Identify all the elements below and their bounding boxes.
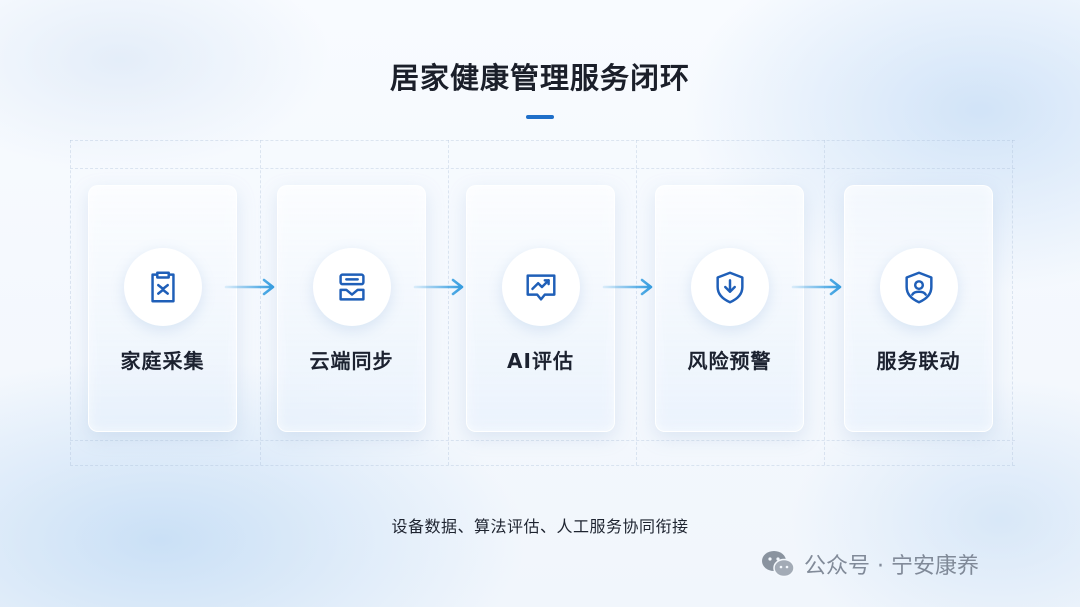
grid-line xyxy=(824,140,825,465)
watermark: 公众号 · 宁安康养 xyxy=(760,548,979,580)
step-card-ai-assessment: AI评估 xyxy=(466,185,615,432)
watermark-text: 公众号 · 宁安康养 xyxy=(804,554,979,579)
summary-caption: 设备数据、算法评估、人工服务协同衔接 xyxy=(391,517,689,536)
clipboard-check-icon xyxy=(151,271,175,303)
arrow-right-icon xyxy=(602,278,653,296)
icon-badge xyxy=(880,248,958,326)
grid-line xyxy=(1012,140,1013,465)
grid-line xyxy=(70,140,71,465)
grid-line xyxy=(70,440,1015,441)
icon-badge xyxy=(313,248,391,326)
shield-user-icon xyxy=(905,271,933,304)
grid-line xyxy=(260,140,261,465)
step-card-cloud-sync: 云端同步 xyxy=(277,185,426,432)
shield-alert-icon xyxy=(716,271,744,304)
icon-badge xyxy=(124,248,202,326)
grid-line xyxy=(70,140,1015,141)
arrow-right-icon xyxy=(224,278,275,296)
grid-line xyxy=(70,465,1015,466)
step-label: 服务联动 xyxy=(876,349,961,373)
cloud-sync-icon xyxy=(339,273,365,301)
step-label: AI评估 xyxy=(507,349,574,373)
step-label: 家庭采集 xyxy=(120,349,205,373)
arrow-right-icon xyxy=(791,278,842,296)
chart-analysis-icon xyxy=(526,274,556,301)
grid-line xyxy=(636,140,637,465)
grid-line xyxy=(448,140,449,465)
icon-badge xyxy=(691,248,769,326)
step-card-service-linkage: 服务联动 xyxy=(844,185,993,432)
page-title: 居家健康管理服务闭环 xyxy=(389,61,690,95)
grid-line xyxy=(70,168,1015,169)
step-label: 云端同步 xyxy=(309,349,394,373)
step-label: 风险预警 xyxy=(687,349,772,373)
wechat-icon xyxy=(762,551,795,578)
step-card-home-collection: 家庭采集 xyxy=(88,185,237,432)
arrow-right-icon xyxy=(413,278,464,296)
step-card-risk-warning: 风险预警 xyxy=(655,185,804,432)
title-underline xyxy=(526,115,554,119)
icon-badge xyxy=(502,248,580,326)
